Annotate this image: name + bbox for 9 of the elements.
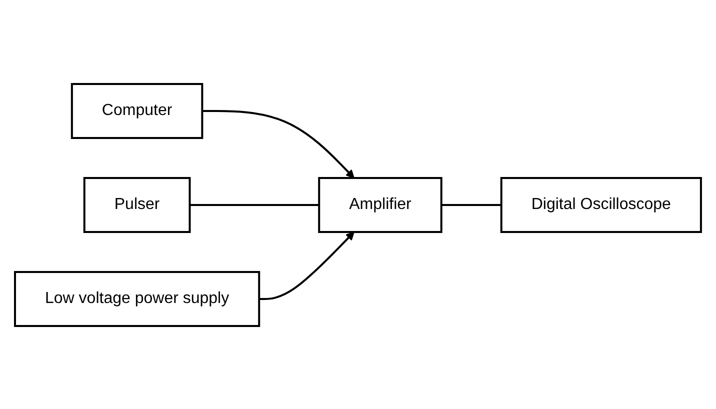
node-box: Low voltage power supply [14, 270, 260, 326]
node-box: Computer [70, 82, 204, 138]
node-box: Pulser [83, 176, 191, 232]
arrow [202, 110, 354, 178]
arrow [259, 231, 354, 300]
node-box: Digital Oscilloscope [500, 176, 702, 232]
node-box: Amplifier [318, 176, 442, 232]
connector [441, 204, 502, 206]
connector [190, 204, 320, 206]
